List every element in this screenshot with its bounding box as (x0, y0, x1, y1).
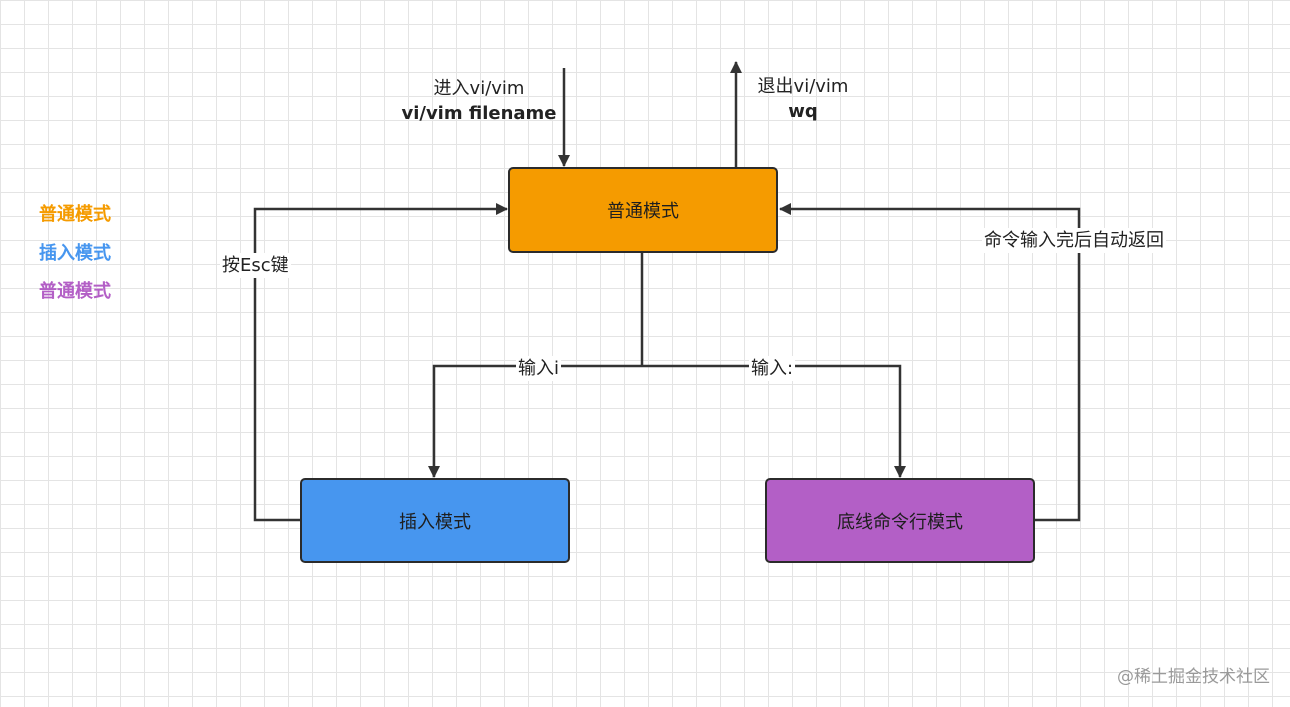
legend-item-cmdline: 普通模式 (39, 281, 111, 302)
input-i-label: 输入i (516, 356, 562, 382)
input-colon-arrow (642, 364, 906, 478)
legend-item-insert: 插入模式 (39, 243, 111, 264)
cmd-return-arrow (779, 203, 1081, 522)
legend-item-normal: 普通模式 (39, 204, 111, 225)
cmd-return-label: 命令输入完后自动返回 (982, 228, 1166, 254)
insert-mode-node: 插入模式 (300, 478, 570, 563)
cmdline-mode-node: 底线命令行模式 (765, 478, 1035, 563)
enter-label: 进入vi/vim vi/vim filename (394, 76, 564, 126)
normal-mode-node: 普通模式 (508, 167, 778, 253)
cmdline-mode-label: 底线命令行模式 (837, 511, 963, 533)
watermark: @稀土掘金技术社区 (1117, 667, 1270, 687)
esc-label: 按Esc键 (220, 253, 291, 279)
esc-return-arrow (253, 203, 508, 522)
input-colon-label: 输入: (749, 356, 796, 382)
input-i-arrow (428, 364, 642, 478)
insert-mode-label: 插入模式 (399, 511, 471, 533)
normal-mode-label: 普通模式 (607, 201, 679, 222)
enter-label-line1: 进入vi/vim (433, 78, 525, 99)
enter-label-line2: vi/vim filename (401, 103, 557, 125)
exit-label: 退出vi/vim wq (748, 74, 858, 124)
exit-label-line2: wq (788, 101, 818, 123)
exit-label-line1: 退出vi/vim (757, 76, 849, 97)
